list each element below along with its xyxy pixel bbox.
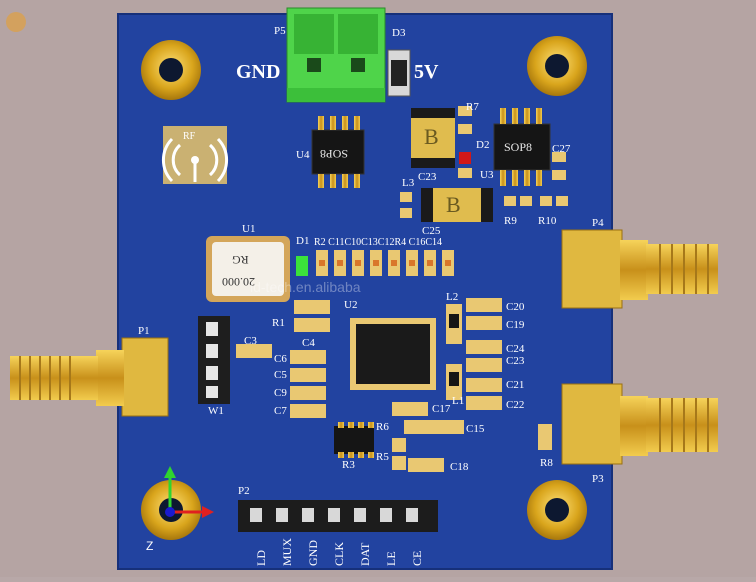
designator-c7: C7 — [274, 405, 287, 417]
jumper-w1 — [198, 316, 230, 404]
designator-c25: C25 — [422, 225, 441, 237]
led-d2 — [459, 152, 471, 164]
designator-c4: C4 — [302, 337, 315, 349]
tantalum-cap-c23 — [411, 108, 455, 168]
designator-c3: C3 — [244, 335, 257, 347]
capacitor-column-right — [446, 298, 502, 410]
pin-label-ld: LD — [254, 550, 268, 566]
pin-label-dat: DAT — [358, 542, 372, 566]
designator-p3: P3 — [592, 473, 604, 485]
mounting-hole-br — [527, 480, 587, 540]
pin-header-p2 — [238, 500, 438, 532]
designator-p1: P1 — [138, 325, 150, 337]
designator-p2: P2 — [238, 485, 250, 497]
chip-u2 — [350, 318, 436, 390]
designator-r8: R8 — [540, 457, 553, 469]
designator-d3: D3 — [392, 27, 406, 39]
crystal-text-1: RG — [232, 253, 249, 267]
capacitor-row — [316, 250, 454, 276]
designator-d2: D2 — [476, 139, 490, 151]
designator-c6: C6 — [274, 353, 287, 365]
designator-p5: P5 — [274, 25, 286, 37]
led-d1 — [296, 256, 308, 276]
designator-p4: P4 — [592, 217, 604, 229]
axis-gizmo: Z — [146, 466, 214, 553]
u4-marking: SOP8 — [320, 147, 349, 161]
designator-c21: C21 — [506, 379, 525, 391]
designator-c23: C23 — [418, 171, 437, 183]
tantalum-cap-c25 — [421, 188, 493, 222]
designator-d1: D1 — [296, 235, 310, 247]
designator-row: R2 C11C10C13C12R4 C16C14 — [314, 237, 442, 248]
designator-w1: W1 — [208, 405, 224, 417]
designator-c17: C17 — [432, 403, 451, 415]
designator-r6: R6 — [376, 421, 389, 433]
power-terminal — [286, 7, 386, 103]
designator-l3: L3 — [402, 177, 415, 189]
designator-c22: C22 — [506, 399, 525, 411]
chip-u4 — [311, 116, 365, 188]
designator-c24: C24 — [506, 343, 525, 355]
5v-label: 5V — [414, 61, 439, 83]
gnd-label: GND — [236, 61, 281, 83]
designator-u4: U4 — [296, 149, 310, 161]
designator-l1: L1 — [452, 395, 465, 407]
pin-label-le: LE — [384, 551, 398, 566]
c23-letter: B — [424, 124, 439, 149]
rf-logo — [161, 126, 229, 184]
designator-r5: R5 — [376, 451, 389, 463]
designator-c15: C15 — [466, 423, 485, 435]
u3-marking: SOP8 — [504, 140, 533, 154]
designator-l2: L2 — [446, 291, 459, 303]
mounting-hole-tl — [141, 40, 201, 100]
designator-c19: C19 — [506, 319, 525, 331]
diode-d3 — [387, 49, 411, 97]
sma-connector-p3 — [561, 383, 718, 465]
crystal-u1 — [206, 236, 290, 302]
designator-c5: C5 — [274, 369, 287, 381]
designator-c9: C9 — [274, 387, 287, 399]
pin-label-ce: CE — [410, 550, 424, 566]
designator-r7: R7 — [466, 101, 479, 113]
pin-label-clk: CLK — [332, 542, 346, 566]
sma-connector-p1 — [10, 337, 169, 417]
designator-r3: R3 — [342, 459, 355, 471]
designator-c18: C18 — [450, 461, 469, 473]
designator-u1: U1 — [242, 223, 256, 235]
designator-u2: U2 — [344, 299, 358, 311]
designator-c20: C20 — [506, 301, 525, 313]
background-blob — [6, 12, 26, 32]
chip-u3 — [493, 108, 551, 186]
small-pads-top — [400, 106, 568, 218]
designator-r10: R10 — [538, 215, 557, 227]
resistor-array-r3 — [334, 422, 374, 458]
rf-logo-text: RF — [183, 131, 196, 142]
pin-label-gnd: GND — [306, 540, 320, 566]
designator-c27: C27 — [552, 143, 571, 155]
sma-connector-p4 — [561, 229, 718, 309]
svg-text:Z: Z — [146, 539, 153, 553]
small-pads-bottom — [392, 402, 552, 472]
pcb-board — [118, 14, 612, 569]
pin-label-mux: MUX — [280, 537, 294, 566]
c25-letter: B — [446, 192, 461, 217]
capacitor-column-left — [236, 300, 330, 418]
mounting-hole-tr — [527, 36, 587, 96]
designator-c23b: C23 — [506, 355, 525, 367]
designator-u3: U3 — [480, 169, 494, 181]
watermark: ld-tech.en.alibaba — [250, 279, 361, 295]
designator-r9: R9 — [504, 215, 517, 227]
designator-r1: R1 — [272, 317, 285, 329]
